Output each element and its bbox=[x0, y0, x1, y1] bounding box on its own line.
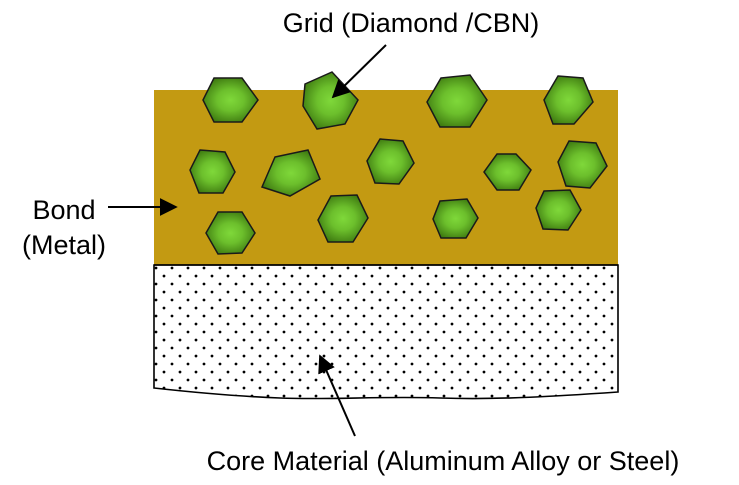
grain bbox=[535, 189, 582, 231]
grain bbox=[366, 138, 415, 185]
grain bbox=[317, 194, 369, 243]
abrasive-grains bbox=[189, 71, 608, 255]
core-label: Core Material (Aluminum Alloy or Steel) bbox=[207, 446, 680, 476]
bond-label-line2: (Metal) bbox=[22, 230, 106, 260]
grid-arrow bbox=[331, 44, 387, 99]
core-arrow bbox=[318, 354, 356, 437]
grain bbox=[202, 77, 259, 123]
grain bbox=[557, 140, 608, 189]
grain bbox=[189, 149, 236, 194]
grain bbox=[205, 211, 256, 255]
grain bbox=[426, 74, 488, 128]
core-material-layer bbox=[153, 264, 619, 400]
grain bbox=[483, 153, 532, 191]
grain bbox=[432, 198, 479, 239]
grain bbox=[543, 75, 594, 125]
grain bbox=[260, 149, 321, 197]
grid-label: Grid (Diamond /CBN) bbox=[283, 8, 540, 38]
bond-label-line1: Bond bbox=[32, 195, 95, 225]
